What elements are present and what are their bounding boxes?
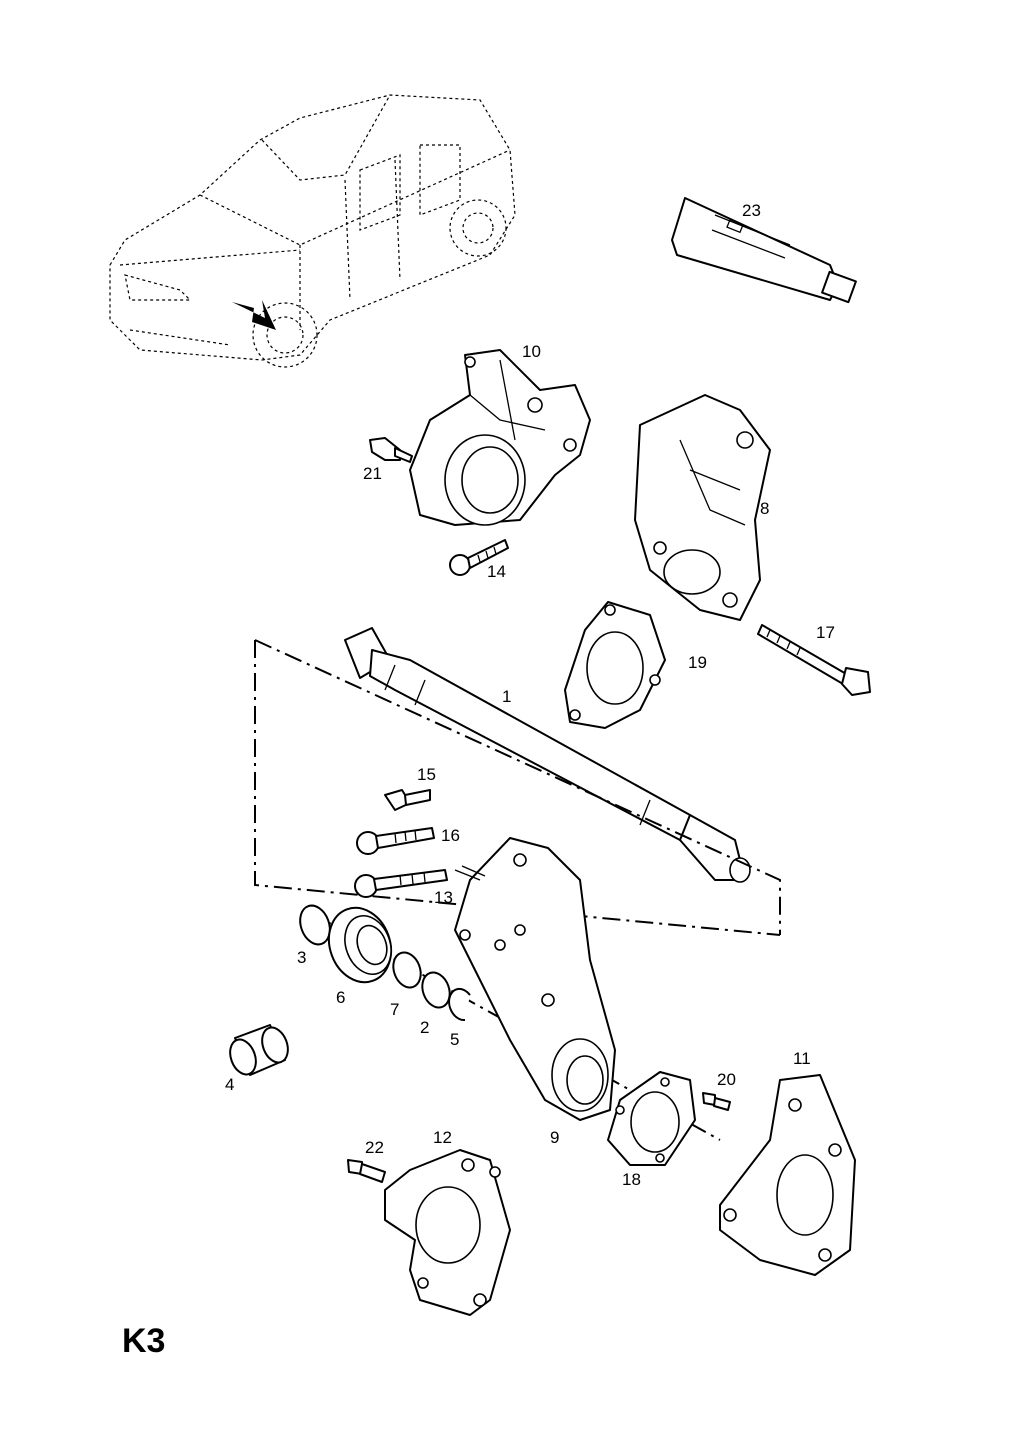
callout-21: 21 <box>363 464 382 483</box>
callout-10: 10 <box>522 342 541 361</box>
part-20-bolt <box>702 1092 731 1111</box>
part-8-housing-bracket <box>634 394 771 621</box>
callout-11: 11 <box>793 1049 811 1068</box>
part-14-bolt <box>449 539 509 576</box>
callout-7: 7 <box>390 1000 399 1019</box>
callout-16: 16 <box>441 826 460 845</box>
part-1-drive-shaft <box>344 627 751 883</box>
part-5-circlip <box>448 987 471 1022</box>
vehicle-locator <box>109 94 516 368</box>
leader-lines <box>454 865 486 881</box>
part-10-upper-bracket <box>409 349 591 526</box>
callout-22: 22 <box>365 1138 384 1157</box>
callout-23: 23 <box>742 201 761 220</box>
callout-labels: 1 2 3 4 5 6 7 8 9 10 11 12 13 14 15 16 1… <box>225 201 835 1189</box>
callout-4: 4 <box>225 1075 234 1094</box>
callout-14: 14 <box>487 562 506 581</box>
part-18-gasket <box>607 1071 696 1166</box>
callout-3: 3 <box>297 948 306 967</box>
part-7-ring <box>392 951 422 989</box>
part-9-bearing-bracket <box>454 837 616 1121</box>
callout-1: 1 <box>502 687 511 706</box>
callout-2: 2 <box>420 1018 429 1037</box>
part-22-bolt <box>347 1159 386 1183</box>
location-arrow-icon <box>232 300 276 330</box>
part-3-ring <box>299 904 331 946</box>
callout-18: 18 <box>622 1170 641 1189</box>
part-11-cover-plate <box>719 1074 856 1276</box>
part-23-grease-tube <box>671 197 857 304</box>
callout-12: 12 <box>433 1128 452 1147</box>
part-12-lower-bracket <box>384 1149 511 1316</box>
part-2-ring <box>421 971 451 1009</box>
callout-5: 5 <box>450 1030 459 1049</box>
callout-13: 13 <box>434 888 453 907</box>
part-13-bolt <box>354 869 448 898</box>
callout-15: 15 <box>417 765 436 784</box>
part-15-bolt <box>384 789 431 811</box>
callout-9: 9 <box>550 1128 559 1147</box>
part-6-bearing <box>327 906 393 984</box>
callout-20: 20 <box>717 1070 736 1089</box>
part-4-sleeve <box>229 1024 289 1076</box>
part-19-gasket <box>564 601 666 729</box>
callout-17: 17 <box>816 623 835 642</box>
callout-19: 19 <box>688 653 707 672</box>
part-21-bolt <box>369 437 413 463</box>
sheet-code: K3 <box>122 1322 165 1360</box>
callout-6: 6 <box>336 988 345 1007</box>
part-17-long-bolt <box>757 624 871 696</box>
callout-8: 8 <box>760 499 769 518</box>
part-16-bolt <box>356 827 435 855</box>
